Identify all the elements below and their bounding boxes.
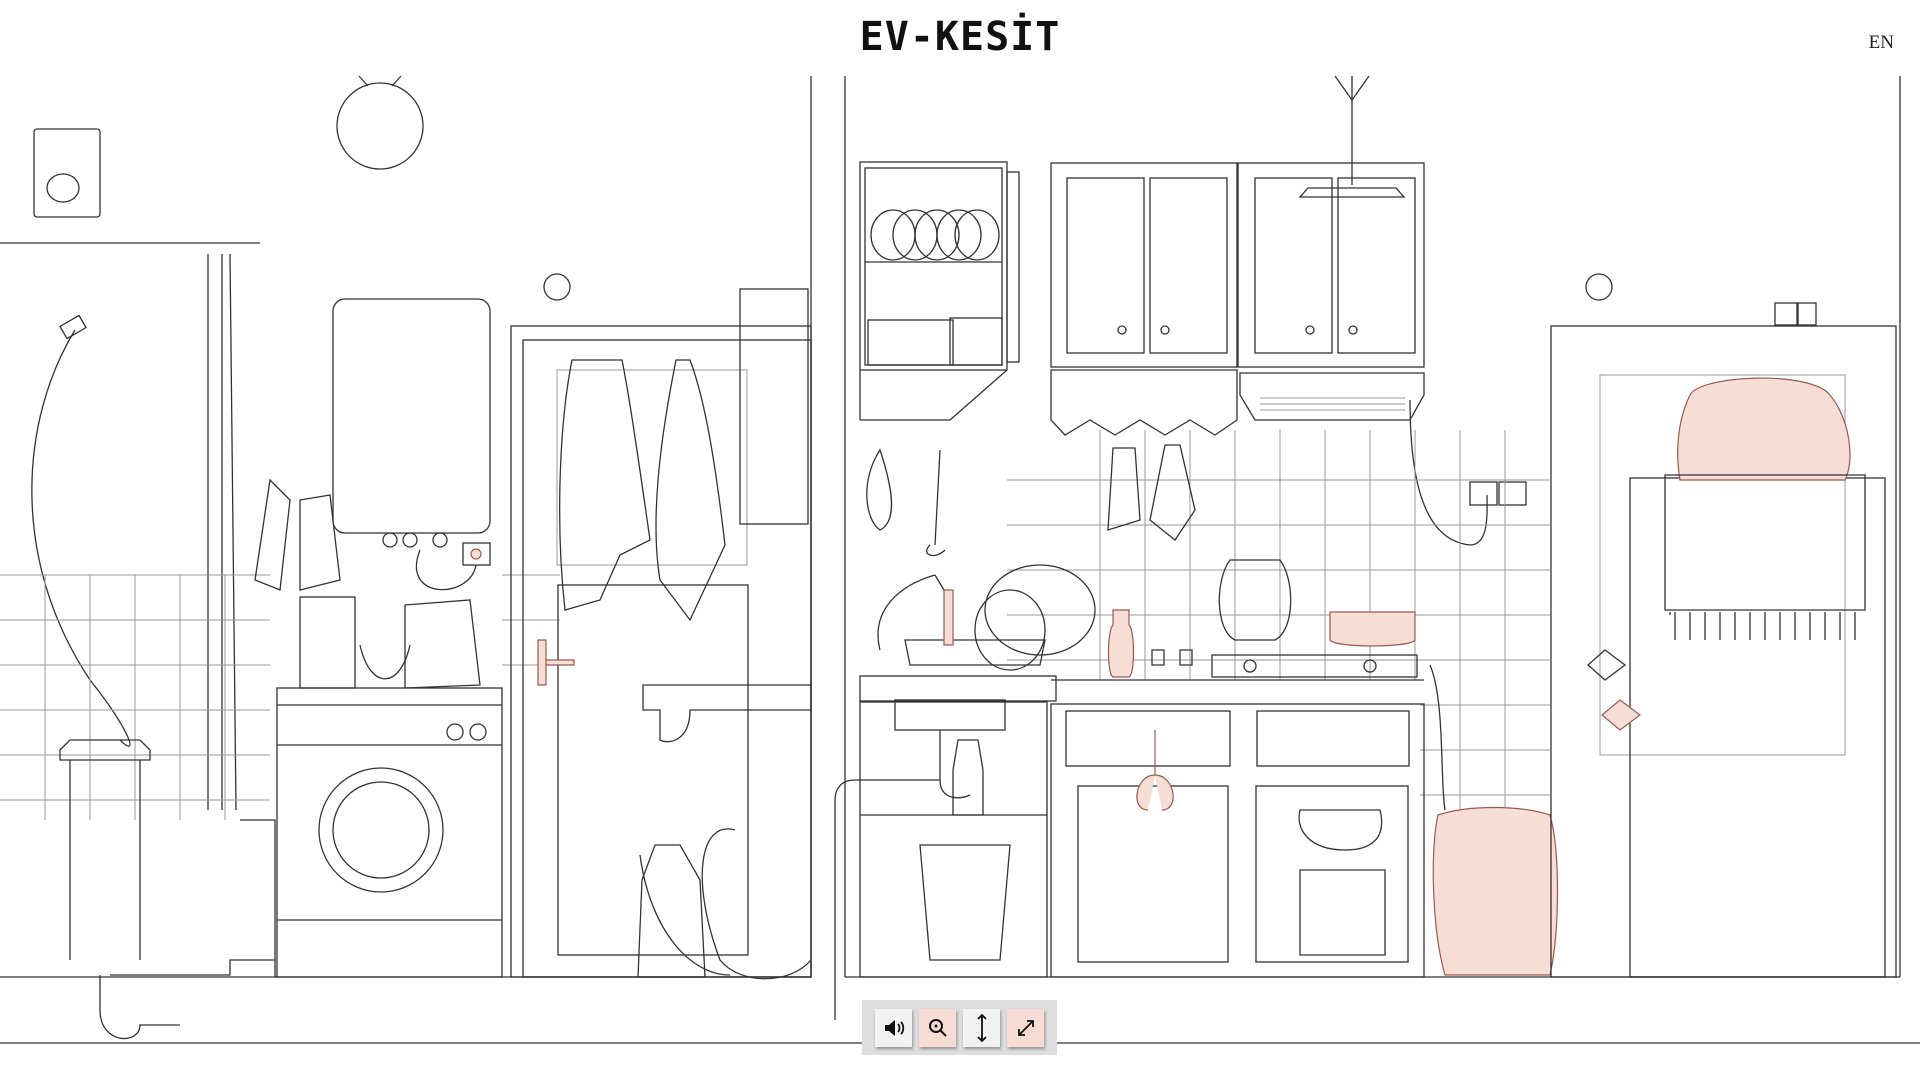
trash-bin — [919, 844, 1011, 961]
upper-cabinet-right — [1237, 162, 1425, 368]
fridge-runner — [1664, 474, 1866, 611]
mirror-cabinet — [739, 288, 809, 525]
washing-machine — [276, 687, 503, 978]
stove — [1211, 654, 1418, 678]
vertical-scroll-button[interactable] — [963, 1008, 1000, 1047]
towel-1 — [559, 359, 651, 611]
fullscreen-button[interactable] — [1007, 1008, 1044, 1047]
pot-holder-2 — [1601, 699, 1641, 731]
dish-drainer — [904, 639, 1046, 666]
door-handle — [537, 639, 575, 686]
expand-icon — [1017, 1019, 1034, 1036]
tea-glasses — [1151, 649, 1193, 666]
bathroom — [0, 75, 812, 1040]
sink-counter — [859, 675, 1057, 702]
tray — [984, 564, 1096, 656]
zoom-button[interactable] — [919, 1008, 956, 1047]
speaker-icon — [884, 1019, 904, 1036]
bottle — [1107, 609, 1135, 678]
pendant-lamp — [1298, 75, 1406, 198]
wall-outlet — [543, 273, 571, 301]
kitchen — [834, 75, 1897, 1020]
detergent-box — [299, 596, 356, 689]
sink-pipe — [834, 730, 971, 1020]
bowl — [359, 644, 411, 680]
hanging-utensils — [866, 448, 946, 557]
washbasin — [642, 684, 812, 743]
cutting-board — [943, 589, 954, 646]
faucet — [877, 574, 951, 651]
sound-button[interactable] — [875, 1008, 912, 1047]
pots — [1298, 809, 1386, 956]
plates — [870, 209, 1000, 261]
vertical-arrows-icon — [976, 1013, 987, 1042]
kitchen-door-glass — [1599, 374, 1846, 756]
toolbar — [862, 1000, 1057, 1055]
drain-pipe — [110, 819, 276, 977]
bathroom-door — [510, 325, 812, 978]
lower-cabinets — [1050, 703, 1425, 978]
hand-towels — [254, 478, 341, 591]
door-glass — [556, 369, 748, 566]
fridge-cloth — [1677, 377, 1851, 481]
detergent-bottle — [952, 739, 984, 816]
hanging-ladles — [1136, 730, 1174, 811]
vent-panel — [33, 128, 101, 218]
shower-hose — [31, 329, 131, 747]
shower-curtain — [207, 253, 237, 811]
ceiling-lamp — [336, 82, 424, 170]
kitchen-towels — [1107, 444, 1196, 541]
water-heater — [332, 298, 491, 534]
bathroom-tiles — [0, 574, 560, 820]
sink-basin — [894, 699, 1006, 731]
kitchen-tiles — [1007, 430, 1550, 820]
teapot — [1218, 559, 1292, 641]
snack-bag — [404, 599, 481, 689]
dish-rack-cabinet — [859, 161, 1008, 371]
fridge — [1629, 477, 1886, 978]
hood-cable — [1409, 399, 1488, 546]
magnifier-icon — [928, 1018, 947, 1037]
language-toggle-en[interactable]: EN — [1868, 32, 1894, 53]
glass-shelf — [1050, 369, 1238, 436]
socket — [462, 542, 491, 566]
siphon — [99, 975, 180, 1040]
jug — [637, 844, 706, 978]
basin-bowl — [701, 828, 812, 980]
stool — [59, 739, 151, 960]
gas-hose — [1429, 664, 1446, 811]
shower-head — [59, 314, 87, 340]
site-title: EV-KESİT — [859, 14, 1061, 60]
kitchen-wall-outlet — [1585, 273, 1613, 301]
red-pot — [1329, 611, 1416, 647]
upper-cabinet-left — [1050, 162, 1238, 368]
pot-holder — [1587, 649, 1627, 681]
towel-2 — [655, 359, 726, 622]
under-sink-cabinet — [859, 701, 1048, 978]
gas-cylinder-cover — [1432, 806, 1559, 976]
range-hood — [1239, 372, 1425, 421]
